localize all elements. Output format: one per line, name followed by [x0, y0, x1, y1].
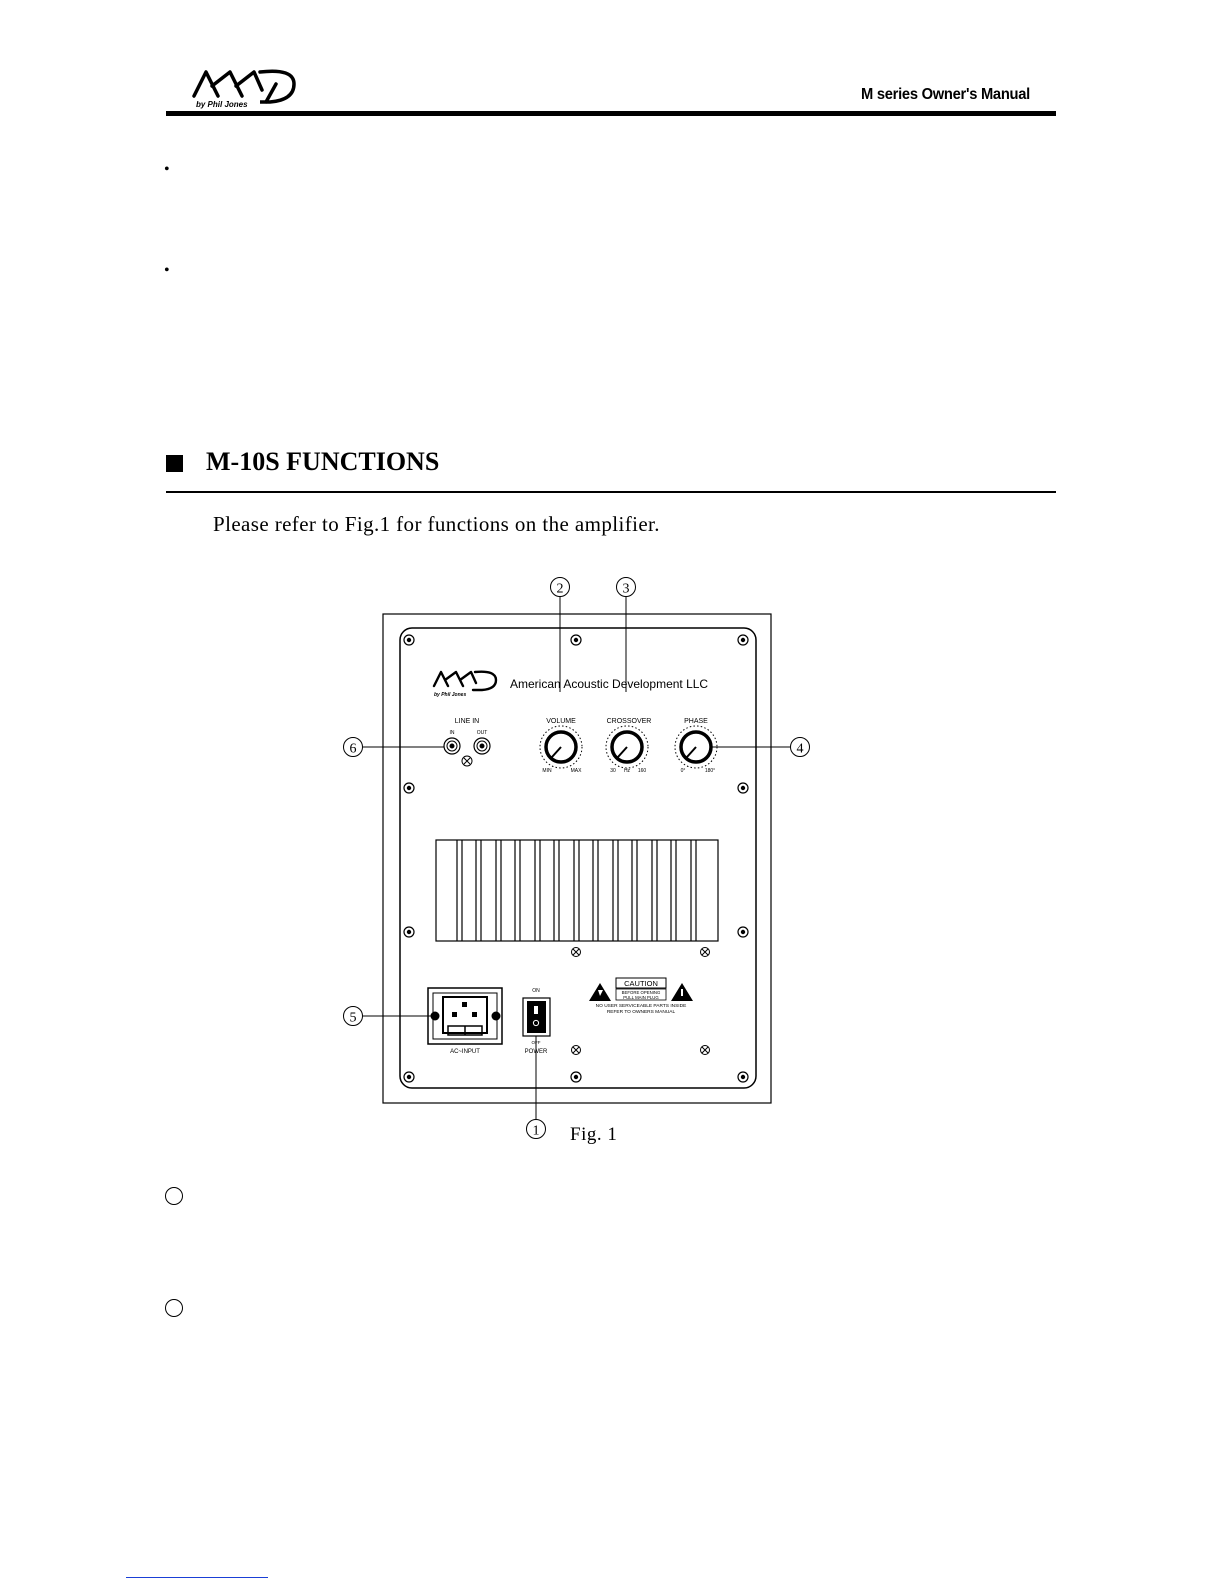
header-rule — [166, 111, 1056, 116]
section-rule — [166, 491, 1056, 493]
warning-icon-right — [671, 983, 693, 1001]
item-marker-1 — [165, 1187, 183, 1205]
warning-icon-left — [589, 983, 611, 1001]
crossover-high: 160 — [638, 768, 647, 774]
figure-caption: Fig. 1 — [570, 1124, 618, 1145]
volume-max: MAX — [571, 768, 583, 774]
caution-line-2: PULL MAIN PLUG — [623, 995, 659, 1000]
rca-out-jack — [473, 737, 491, 755]
panel-inner — [399, 627, 757, 1089]
svg-text:2: 2 — [557, 582, 564, 597]
phase-high: 180° — [705, 768, 715, 774]
section-marker — [166, 455, 183, 472]
power-switch — [527, 1001, 546, 1033]
caution-line-1: BEFORE OPENING — [622, 990, 661, 995]
header-title: M series Owner's Manual — [861, 86, 1030, 103]
item-marker-2 — [165, 1299, 183, 1317]
crossover-knob — [610, 730, 644, 764]
bullet-1: • — [164, 161, 170, 178]
section-title: M-10S FUNCTIONS — [206, 447, 440, 476]
mounting-screws — [403, 634, 749, 1083]
callout-2: 2 — [550, 577, 570, 692]
line-in-out: OUT — [477, 730, 488, 736]
line-in-label: LINE IN — [455, 718, 480, 725]
panel-logo-subtext: by Phil Jones — [434, 692, 466, 698]
hex-screws — [571, 947, 710, 1055]
line-in-in: IN — [450, 730, 455, 736]
logo-subtext: by Phil Jones — [196, 100, 248, 109]
svg-text:6: 6 — [350, 742, 357, 757]
volume-scale — [539, 725, 583, 769]
heat-sink — [435, 839, 719, 942]
volume-min: MIN — [542, 768, 552, 774]
callout-4: 4 — [710, 737, 810, 757]
callout-3: 3 — [616, 577, 636, 692]
caution-note-1: NO USER SERVICEABLE PARTS INSIDE — [596, 1003, 687, 1009]
rca-in-jack — [443, 737, 461, 755]
crossover-low: 30 — [610, 768, 616, 774]
aad-logo: by Phil Jones — [192, 69, 296, 109]
crossover-scale — [605, 725, 649, 769]
crossover-label: CROSSOVER — [607, 718, 652, 725]
bullet-2: • — [164, 262, 170, 279]
volume-label: VOLUME — [546, 718, 576, 725]
ac-input-socket — [427, 987, 503, 1045]
ground-icon — [461, 755, 473, 767]
caution-note-2: REFER TO OWNERS MANUAL — [607, 1009, 676, 1015]
panel-logo: by Phil Jones — [432, 670, 498, 698]
phase-low: 0° — [681, 768, 686, 774]
caution-title: CAUTION — [624, 979, 658, 988]
panel-outer — [382, 613, 772, 1104]
ac-input-label: AC~INPUT — [450, 1049, 480, 1055]
amplifier-panel-figure: by Phil Jones American Acoustic Developm… — [343, 577, 810, 1139]
volume-knob — [544, 730, 578, 764]
section-intro: Please refer to Fig.1 for functions on t… — [213, 512, 660, 536]
callout-6: 6 — [343, 737, 444, 757]
crossover-unit: Hz — [624, 768, 631, 774]
svg-text:4: 4 — [797, 742, 804, 757]
callout-5: 5 — [343, 1006, 431, 1026]
svg-text:1: 1 — [533, 1124, 540, 1139]
svg-text:3: 3 — [623, 582, 630, 597]
power-on-label: ON — [532, 988, 540, 994]
panel-brand: American Acoustic Development LLC — [510, 677, 708, 691]
bottom-link-underline — [126, 1577, 268, 1578]
svg-text:5: 5 — [350, 1011, 357, 1026]
callout-1: 1 — [526, 1036, 546, 1139]
phase-label: PHASE — [684, 718, 708, 725]
